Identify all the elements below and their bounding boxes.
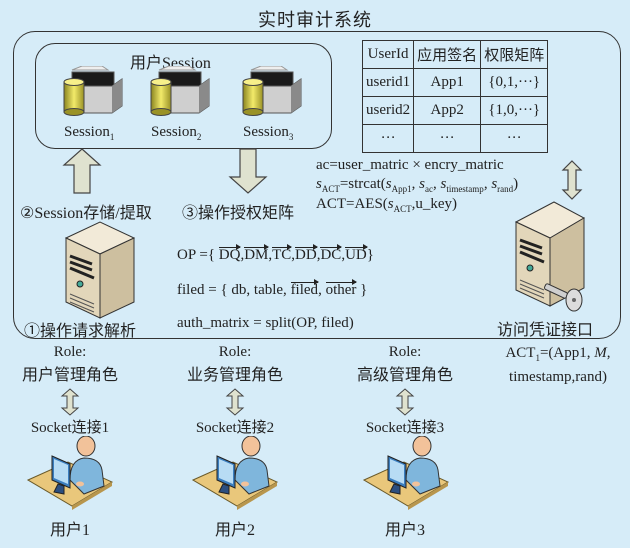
user-session-box (35, 43, 332, 149)
user-3-name: 用户3 (384, 522, 425, 539)
table-server-double-arrow-icon (561, 160, 583, 200)
socket-1-label: Socket连接1 (30, 420, 110, 436)
table-row: userid2 App2 {1,0,···} (361, 96, 549, 125)
user-1-group: Role: 用户管理角色 (5, 344, 135, 385)
header-app-signature: 应用签名 (413, 40, 482, 69)
up-arrow-icon (62, 148, 102, 194)
table-cell: ··· (361, 124, 415, 153)
op-formula: OP ={ DQ,DM,TC,DD,DC,UD} (177, 244, 374, 263)
diagram-title: 实时审计系统 (258, 10, 372, 30)
system-boundary (13, 31, 621, 339)
user-3-workstation-icon (362, 436, 450, 510)
socket-2-label: Socket连接2 (195, 420, 275, 436)
session-1-icon (63, 66, 123, 116)
table-row: ··· ··· ··· (361, 124, 549, 153)
table-cell: {1,0,···} (480, 96, 549, 125)
session-icons (63, 66, 302, 116)
role-label: Role: (388, 344, 422, 360)
table-cell: userid2 (361, 96, 415, 125)
session-1-label: Session1 (64, 124, 115, 142)
act1-formula: ACT1=(App1, M, timestamp,rand) (505, 345, 611, 385)
user-1-workstation-icon (26, 436, 114, 510)
user-3-group: Role: 高级管理角色 (340, 344, 470, 385)
access-interface-label: 访问凭证接口 (497, 322, 594, 339)
table-header-row: UserId 应用签名 权限矩阵 (361, 40, 549, 69)
user-2-name: 用户2 (214, 522, 255, 539)
role-label: Role: (53, 344, 87, 360)
key-icon (544, 283, 583, 312)
step-3-label: ③操作授权矩阵 (182, 205, 295, 222)
role-label: Role: (218, 344, 252, 360)
access-credential-server-icon (514, 201, 586, 312)
socket-3-label: Socket连接3 (365, 420, 445, 436)
session-2-label: Session2 (151, 124, 202, 142)
ac-formula: ac=user_matric × encry_matric (316, 157, 504, 173)
user-3-double-arrow-icon (395, 388, 415, 416)
user-2-workstation-icon (191, 436, 279, 510)
user-2-double-arrow-icon (225, 388, 245, 416)
table-cell: {0,1,···} (480, 68, 549, 97)
request-parser-server-icon (64, 221, 136, 319)
role-name: 高级管理角色 (356, 367, 453, 384)
user-1-name: 用户1 (49, 522, 90, 539)
auth-matrix-formula: auth_matrix = split(OP, filed) (177, 315, 354, 331)
user-2-group: Role: 业务管理角色 (170, 344, 300, 385)
role-name: 用户管理角色 (21, 367, 118, 384)
table-cell: ··· (413, 124, 482, 153)
down-arrow-icon (228, 148, 268, 194)
table-row: userid1 App1 {0,1,···} (361, 68, 549, 97)
act-formula: ACT=AES(sACT,u_key) (316, 196, 458, 214)
table-cell: App2 (413, 96, 482, 125)
sact-formula: sACT=strcat(sApp1, sac, stimestamp, sran… (316, 176, 519, 194)
session-3-icon (242, 66, 302, 116)
table-cell: ··· (480, 124, 549, 153)
filed-formula: filed = { db, table, filed, other } (177, 279, 368, 298)
header-userid: UserId (361, 40, 415, 69)
step-2-label: ②Session存储/提取 (20, 205, 152, 222)
table-cell: App1 (413, 68, 482, 97)
role-name: 业务管理角色 (186, 367, 283, 384)
user-permission-table: UserId 应用签名 权限矩阵 userid1 App1 {0,1,···} … (361, 40, 549, 153)
header-permission-matrix: 权限矩阵 (480, 40, 549, 69)
step-1-label: ①操作请求解析 (24, 323, 137, 340)
user-1-double-arrow-icon (60, 388, 80, 416)
table-cell: userid1 (361, 68, 415, 97)
session-2-icon (150, 66, 210, 116)
session-3-label: Session3 (243, 124, 294, 142)
